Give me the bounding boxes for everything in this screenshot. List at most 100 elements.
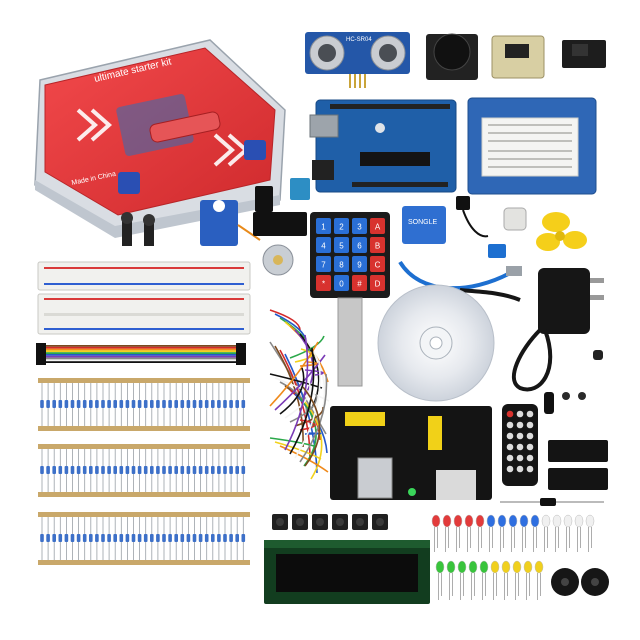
resistor [101, 534, 105, 542]
resistor [180, 400, 185, 408]
keypad-key [334, 275, 349, 291]
ribbon-wire [40, 357, 246, 360]
push-button-cap [296, 518, 304, 526]
keypad-key [370, 218, 385, 234]
prototype-shield [467, 97, 597, 195]
resistor [125, 534, 130, 542]
resistor [95, 534, 99, 542]
led [501, 560, 511, 574]
resistor [70, 466, 75, 474]
resistor [58, 466, 63, 474]
resistor [198, 400, 203, 408]
breadboard-small [37, 261, 251, 291]
keypad-key-label: 4 [321, 242, 326, 251]
push-button-cap [316, 518, 324, 526]
led [574, 514, 584, 528]
resistor [137, 466, 142, 474]
resistor [52, 400, 56, 408]
resistor [82, 400, 87, 408]
ribbon-connector [36, 343, 46, 365]
led [468, 560, 478, 574]
keypad-ribbon [337, 297, 363, 387]
jumper-wire [284, 334, 309, 451]
jumper-wire [274, 441, 322, 460]
battery-clip [456, 196, 489, 238]
resistor [223, 400, 227, 408]
led [431, 514, 441, 528]
resistor [235, 466, 239, 474]
led [563, 514, 573, 528]
resistor [229, 534, 233, 542]
resistor [192, 400, 197, 408]
led [585, 514, 595, 528]
resistor [58, 400, 63, 408]
led [457, 560, 467, 574]
resistor [143, 466, 148, 474]
remote-button [506, 410, 514, 418]
keypad-key [334, 237, 349, 253]
keypad-key-label: D [375, 280, 381, 289]
jumper-wire [289, 347, 315, 455]
resistor [186, 400, 191, 408]
relay-module: SONGLE [402, 206, 446, 244]
push-button-cap [356, 518, 364, 526]
ribbon-connector [236, 343, 246, 365]
keypad-key [316, 275, 331, 291]
resistor [204, 400, 209, 408]
keypad-key [352, 275, 367, 291]
keypad-key [352, 218, 367, 234]
resistor [241, 466, 246, 474]
resistor [143, 400, 148, 408]
resistor [46, 534, 50, 542]
ultrasonic-label: HC-SR04 [346, 37, 372, 43]
keypad-key-label: 9 [357, 261, 362, 270]
uno-board [309, 99, 457, 193]
push-buttons [272, 514, 388, 530]
keypad-key [370, 256, 385, 272]
seven-segment-four-digit [253, 212, 307, 236]
led [475, 514, 485, 528]
keypad-key-label: # [357, 280, 362, 289]
led-pack [431, 514, 595, 600]
resistor [192, 466, 197, 474]
remote-button [516, 410, 524, 418]
resistor [180, 534, 185, 542]
resistor-tape [38, 512, 250, 517]
ribbon-wire [40, 354, 246, 356]
keypad-key-label: 7 [321, 261, 326, 270]
jumper-wire [294, 406, 324, 427]
keypad-key-label: 1 [321, 223, 326, 232]
resistor [82, 534, 87, 542]
keypad-key-label: 5 [339, 242, 344, 251]
resistor [101, 466, 105, 474]
led [530, 514, 540, 528]
breadboard-power-module [330, 406, 492, 500]
remote-button [516, 465, 524, 473]
led [486, 514, 496, 528]
resistor [76, 466, 81, 474]
resistor [76, 400, 81, 408]
resistor [223, 534, 227, 542]
push-button-cap [376, 518, 384, 526]
jumper-wires-bundle [269, 309, 330, 480]
ribbon-wire [40, 345, 246, 347]
case-latch-right [244, 140, 266, 160]
resistor [162, 466, 166, 474]
led [442, 514, 452, 528]
led [541, 514, 551, 528]
jumper-wire [302, 386, 321, 467]
jumper-wire [304, 432, 322, 435]
resistor [241, 400, 246, 408]
resistor [46, 400, 50, 408]
keypad-key-label: * [322, 280, 325, 289]
resistor [156, 466, 160, 474]
resistor-tape [38, 426, 250, 431]
resistor [162, 400, 166, 408]
keypad-key [316, 237, 331, 253]
resistor [119, 400, 124, 408]
push-button-cap [336, 518, 344, 526]
jumper-wire [294, 348, 313, 363]
keypad-key [352, 256, 367, 272]
led [523, 560, 533, 574]
led [464, 514, 474, 528]
